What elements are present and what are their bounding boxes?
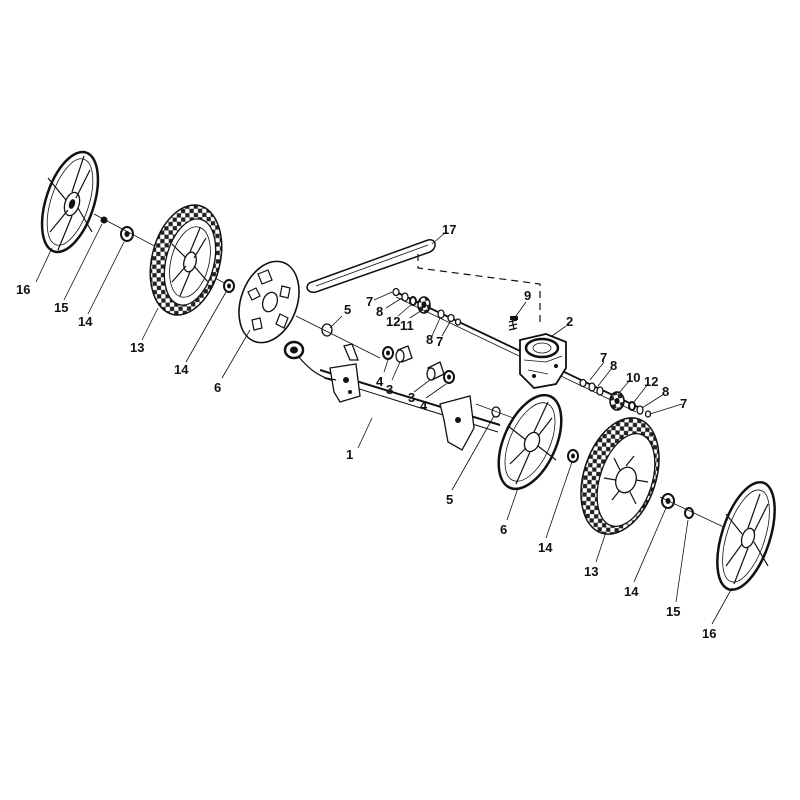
- wheel-left: [149, 204, 223, 316]
- callout-11: 11: [400, 318, 414, 333]
- washer-lower: [491, 406, 501, 418]
- pin-7-mid: [447, 313, 455, 323]
- callout-14-right-inner: 14: [538, 540, 553, 555]
- callout-14-right-outer: 14: [624, 584, 639, 599]
- callout-14-left-outer: 14: [78, 314, 93, 329]
- callout-5-upper: 5: [344, 302, 351, 317]
- callout-7-right-b: 7: [680, 396, 687, 411]
- wheel-right: [580, 417, 660, 535]
- callout-12-upper: 12: [386, 314, 400, 329]
- clip-12-upper: [409, 296, 417, 306]
- callout-8-mid: 8: [426, 332, 433, 347]
- callout-4-right: 4: [420, 398, 428, 413]
- callout-2: 2: [566, 314, 573, 329]
- hub-cap-left: [40, 150, 100, 254]
- drive-belt: [306, 239, 541, 322]
- callout-4-left: 4: [376, 374, 384, 389]
- callout-5-lower: 5: [446, 492, 453, 507]
- drive-plate-right: [497, 393, 563, 491]
- bushing-3-left: [395, 345, 413, 363]
- gearbox: [519, 333, 567, 389]
- callout-6-right: 6: [500, 522, 507, 537]
- callout-8-upper: 8: [376, 304, 383, 319]
- bushing-3-right: [426, 361, 445, 381]
- callout-12-right: 12: [644, 374, 658, 389]
- callout-9: 9: [524, 288, 531, 303]
- nut-right: [684, 507, 694, 519]
- gear-11: [417, 296, 431, 314]
- callout-14-left-inner: 14: [174, 362, 189, 377]
- callout-16-right: 16: [702, 626, 716, 641]
- callout-15-right: 15: [666, 604, 680, 619]
- callout-7-mid: 7: [436, 334, 443, 349]
- callout-1: 1: [346, 447, 353, 462]
- hub-cap-right: [716, 480, 776, 592]
- drive-plate-left: [238, 260, 300, 344]
- washer-8-right-c: [636, 405, 644, 415]
- screw-9: [508, 316, 518, 331]
- bearing-left-outer: [120, 226, 134, 242]
- washer-8-right-b: [596, 386, 604, 396]
- key-7-mid: [454, 318, 462, 326]
- axle-frame: [283, 340, 501, 451]
- callout-7-right-a: 7: [600, 350, 607, 365]
- clip-12-right: [628, 401, 636, 411]
- pin-7-upper: [392, 287, 400, 297]
- callout-8-right-b: 8: [662, 384, 669, 399]
- bearing-4-left: [382, 346, 394, 360]
- leader-lines: [35, 223, 733, 625]
- callout-10: 10: [626, 370, 640, 385]
- washer-8-mid: [437, 309, 445, 319]
- callout-3-right: 3: [408, 390, 415, 405]
- bearing-4-right: [443, 370, 455, 384]
- callout-6-left: 6: [214, 380, 221, 395]
- washer-8-right-a: [588, 382, 596, 392]
- callout-13-left: 13: [130, 340, 144, 355]
- bearing-left-inner: [223, 279, 235, 293]
- washer-8-upper: [401, 292, 409, 302]
- callout-17: 17: [442, 222, 456, 237]
- bearing-right-inner: [567, 449, 579, 463]
- callout-3-left: 3: [386, 382, 393, 397]
- pin-7-right-a: [579, 378, 587, 388]
- pin-7-right-b: [644, 410, 652, 418]
- callout-labels: 16 15 14 13 14 6 5 1 4 3 3 4 5 6 14 13 1…: [16, 222, 716, 641]
- callout-7-upper: 7: [366, 294, 373, 309]
- callout-16-left: 16: [16, 282, 30, 297]
- callout-8-right-a: 8: [610, 358, 617, 373]
- callout-13-right: 13: [584, 564, 598, 579]
- gear-10: [609, 391, 625, 411]
- callout-15-left: 15: [54, 300, 68, 315]
